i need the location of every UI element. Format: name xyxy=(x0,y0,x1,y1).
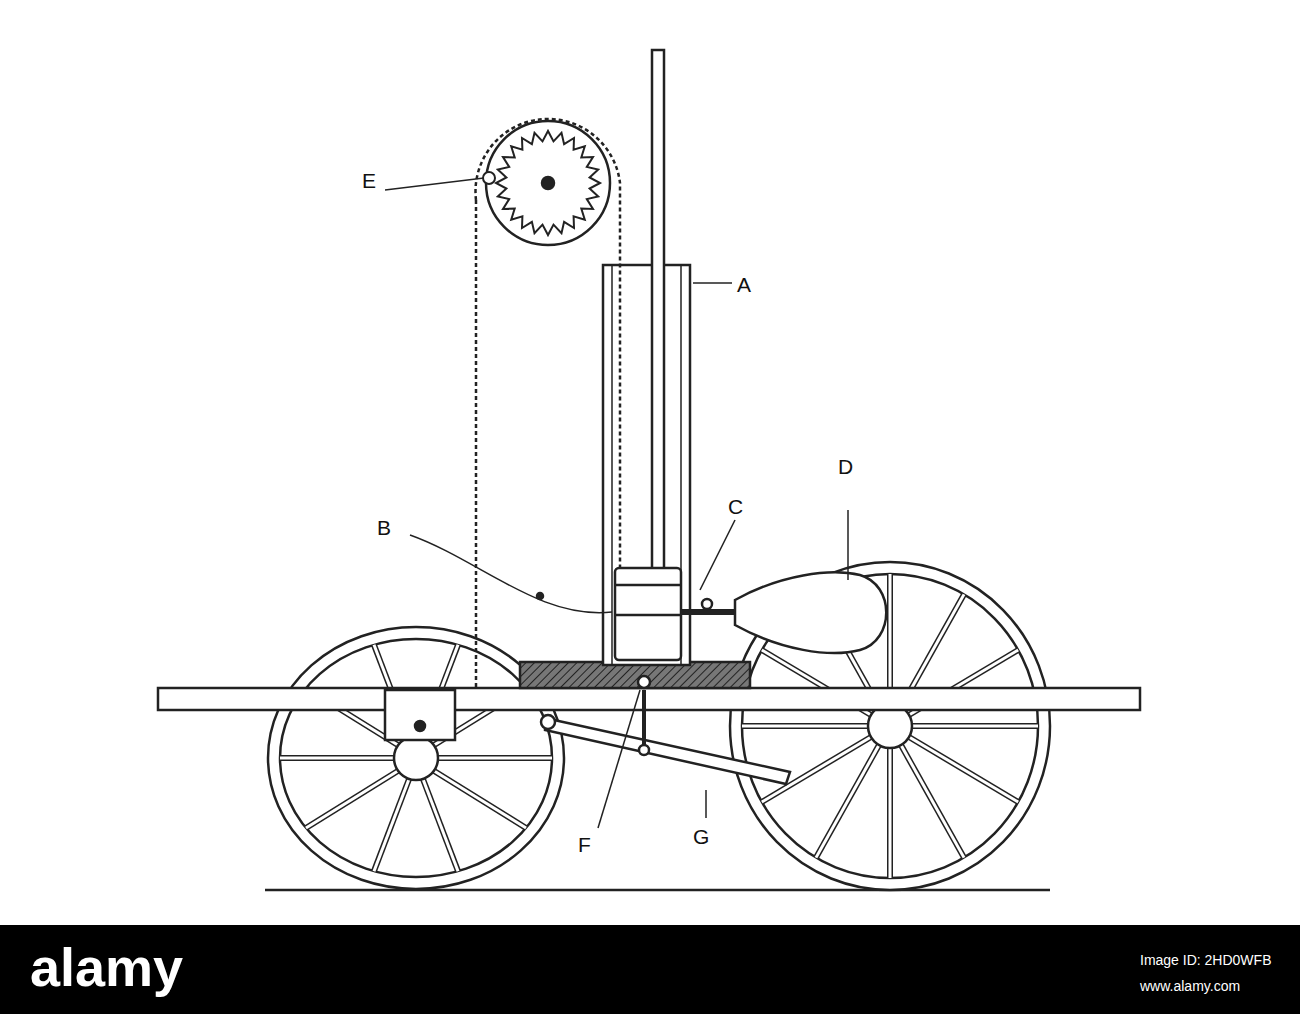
leader-line xyxy=(705,790,707,818)
wheel-spoke xyxy=(432,770,526,828)
piston-ring xyxy=(615,584,681,587)
ground-line xyxy=(265,889,1050,892)
wheel-spoke xyxy=(910,725,1038,728)
wheel-spoke xyxy=(889,746,892,878)
piston xyxy=(615,568,681,660)
frame-beam xyxy=(158,688,1140,710)
wheel-spoke xyxy=(436,757,552,760)
wheel-rim xyxy=(280,639,552,877)
pivot xyxy=(638,676,650,688)
hub xyxy=(542,177,554,189)
leader-line xyxy=(598,690,640,828)
wheel-spoke xyxy=(374,777,410,871)
watermark-url: www.alamy.com xyxy=(1140,978,1240,994)
watermark-logo: alamy xyxy=(30,940,183,994)
wheel-spoke xyxy=(422,777,458,871)
callout-letter: C xyxy=(728,496,743,517)
pawl xyxy=(483,172,495,184)
leader-line xyxy=(847,510,849,580)
callout-letter: E xyxy=(362,170,376,191)
wheel-spoke xyxy=(887,746,893,878)
wheels xyxy=(268,562,1050,890)
ratchet-teeth xyxy=(496,131,600,235)
wheel-hub xyxy=(394,736,438,780)
rod xyxy=(642,690,646,750)
watermark-bar xyxy=(0,925,1300,1014)
chain xyxy=(476,119,621,568)
cylinder-wall xyxy=(611,265,613,665)
sprocket-wheel xyxy=(486,121,610,245)
axle-box xyxy=(385,690,455,740)
wheel-spoke xyxy=(816,743,880,857)
callout-letter: F xyxy=(578,834,591,855)
callout-letter: B xyxy=(377,517,391,538)
wheel-spoke xyxy=(742,723,870,729)
chain xyxy=(475,200,478,690)
callout-letter: G xyxy=(693,826,709,847)
axle xyxy=(415,721,425,731)
wheel-spoke xyxy=(280,757,396,760)
piston-rod xyxy=(652,50,664,570)
wheel-spoke xyxy=(910,723,1038,729)
wheel-spoke xyxy=(374,777,410,871)
wheel-spoke xyxy=(816,743,880,857)
leader-line xyxy=(700,520,735,590)
wheel-spoke xyxy=(306,770,400,828)
leader-line xyxy=(385,178,484,190)
wheel-spoke xyxy=(280,755,396,761)
piston-ring xyxy=(615,614,681,617)
wheel-spoke xyxy=(887,574,893,706)
cylinder xyxy=(603,265,690,665)
callout-letter: D xyxy=(838,456,853,477)
pivot xyxy=(541,715,555,729)
wheel-spoke xyxy=(436,755,552,761)
gas-bladder xyxy=(735,572,886,653)
wheel-spoke xyxy=(889,574,892,706)
leader-line xyxy=(410,535,612,613)
wheel-spoke xyxy=(422,777,458,871)
leader-dot xyxy=(537,593,543,599)
wheel-spoke xyxy=(432,770,526,828)
wheel-spoke xyxy=(742,725,870,728)
drawing xyxy=(158,50,1140,890)
valve xyxy=(702,599,712,609)
wheel-spoke xyxy=(900,743,964,857)
wheel-rim xyxy=(730,562,1050,890)
pivot xyxy=(639,745,649,755)
lever xyxy=(545,718,790,784)
watermark-id: Image ID: 2HD0WFB xyxy=(1140,952,1271,968)
leader-line xyxy=(693,282,732,284)
wheel-spoke xyxy=(900,743,964,857)
callout-letter: A xyxy=(737,274,751,295)
wheel-spoke xyxy=(306,770,400,828)
